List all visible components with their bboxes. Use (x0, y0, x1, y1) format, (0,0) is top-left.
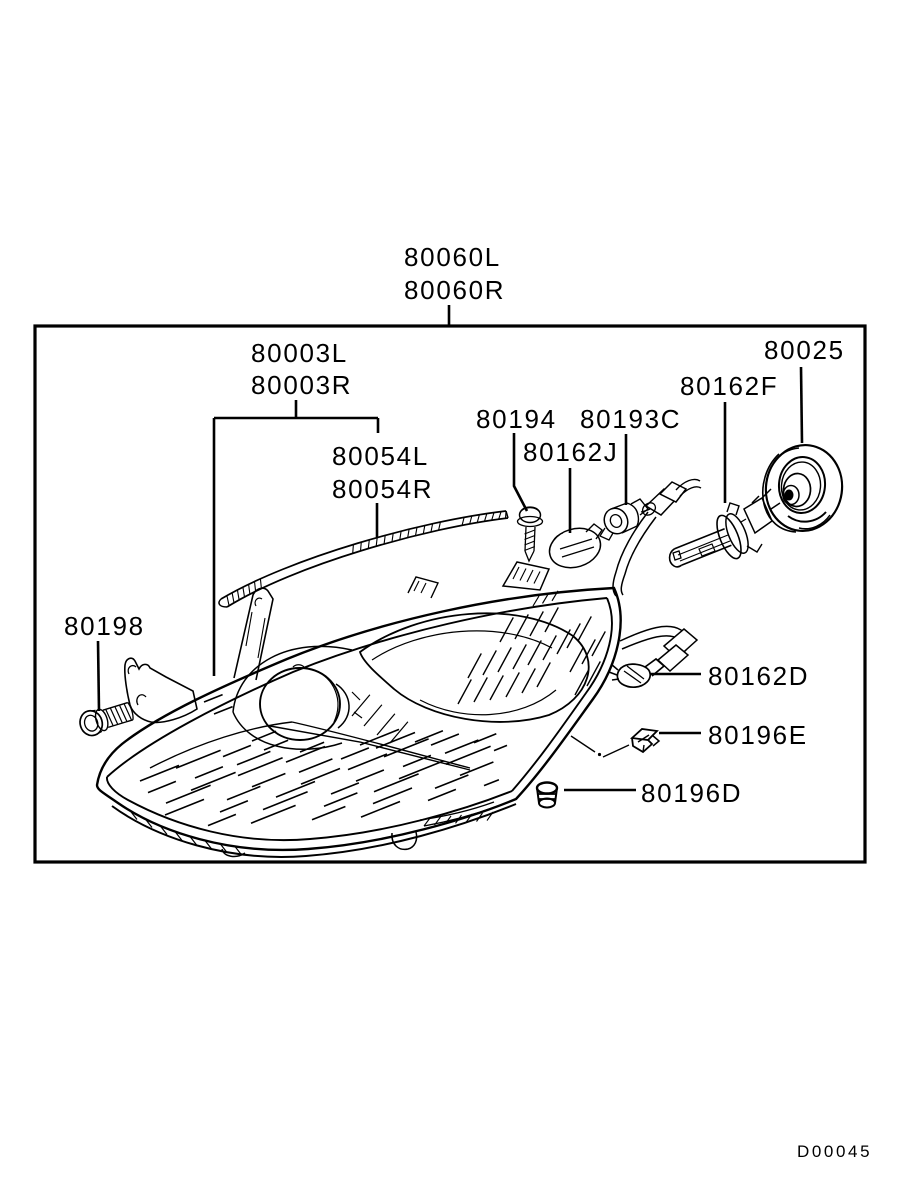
svg-text:80054R: 80054R (332, 474, 433, 504)
svg-text:80162D: 80162D (708, 661, 809, 691)
svg-text:80198: 80198 (64, 611, 145, 641)
svg-text:80003L: 80003L (251, 338, 348, 368)
svg-text:80054L: 80054L (332, 441, 429, 471)
svg-text:80003R: 80003R (251, 370, 352, 400)
svg-text:80025: 80025 (764, 335, 845, 365)
svg-text:80196E: 80196E (708, 720, 808, 750)
svg-text:80162J: 80162J (523, 437, 619, 467)
svg-text:80193C: 80193C (580, 404, 681, 434)
svg-text:D00045: D00045 (797, 1142, 872, 1161)
svg-text:80060L: 80060L (404, 242, 501, 272)
svg-text:80162F: 80162F (680, 371, 778, 401)
svg-text:80194: 80194 (476, 404, 557, 434)
svg-text:80196D: 80196D (641, 778, 742, 808)
svg-text:80060R: 80060R (404, 275, 505, 305)
